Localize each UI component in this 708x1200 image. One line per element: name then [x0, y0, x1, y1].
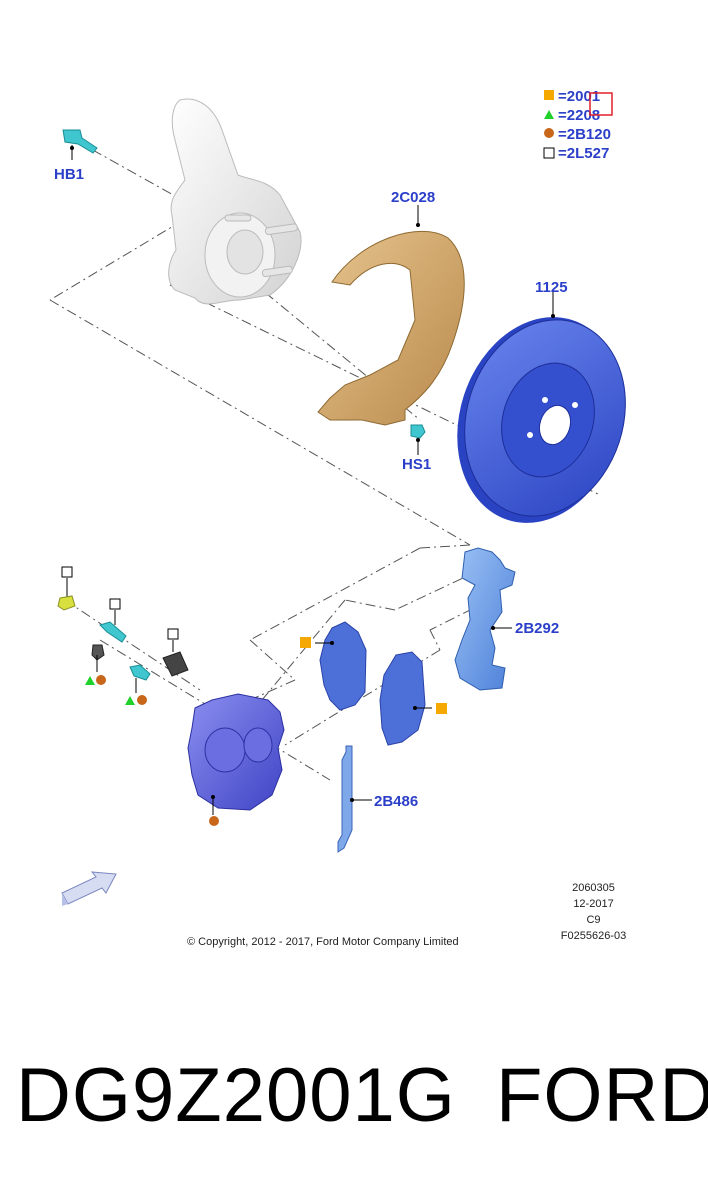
meta-line-3: C9 [586, 914, 601, 926]
callout-2b292: 2B292 [515, 620, 559, 637]
callout-2b486: 2B486 [374, 793, 418, 810]
highlight-box [589, 92, 613, 116]
callout-1125: 1125 [535, 279, 568, 296]
part-number: DG9Z2001G [16, 1053, 456, 1138]
legend-item-2001: =2001 [558, 88, 600, 105]
brand-name: FORD [496, 1053, 708, 1138]
legend-green-triangle-icon [544, 110, 554, 119]
brake-pad-inner [300, 621, 367, 711]
copyright-notice: © Copyright, 2012 - 2017, Ford Motor Com… [187, 936, 459, 948]
legend-item-2b120: =2B120 [558, 126, 611, 143]
brake-pad-outer [379, 651, 447, 746]
hub-bolt-icon [62, 129, 98, 160]
caliper-bolt-part [125, 664, 151, 705]
legend-empty-square-icon [543, 147, 555, 159]
legend-item-2l527: =2L527 [558, 145, 609, 162]
guide-pin-boot-part [162, 628, 189, 677]
meta-line-1: 2060305 [572, 882, 615, 894]
callout-hs1: HS1 [402, 456, 431, 473]
steering-knuckle [168, 98, 302, 305]
bleeder-cap-part [57, 566, 76, 611]
legend-orange-square-icon [544, 90, 554, 100]
anti-rattle-clip [337, 745, 372, 853]
legend-brown-circle-icon [544, 128, 554, 138]
brake-caliper [187, 693, 285, 826]
shield-screw-icon [410, 424, 426, 455]
callout-2c028: 2C028 [391, 189, 435, 206]
brake-exploded-diagram: HB1 2C028 HS1 1125 2B292 [49, 88, 626, 906]
guide-pin-part [99, 598, 127, 643]
callout-hb1: HB1 [54, 166, 84, 183]
symbol-legend: =2001 =2208 =2B120 =2L527 [543, 88, 613, 162]
splash-shield [317, 205, 465, 426]
front-direction-arrow-icon [61, 871, 117, 906]
meta-line-2: 12-2017 [573, 898, 614, 910]
drawing-meta: 2060305 12-2017 C9 F0255626-03 [556, 880, 631, 944]
brake-rotor [457, 292, 626, 523]
caliper-bracket [454, 547, 516, 691]
guide-bolt-part [85, 644, 106, 685]
meta-line-4: F0255626-03 [560, 930, 627, 942]
